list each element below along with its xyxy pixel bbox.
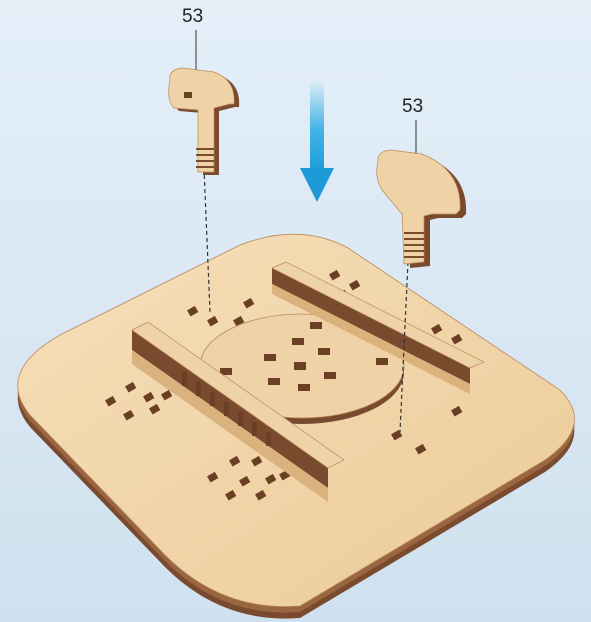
part-number-callout: 53 bbox=[182, 7, 203, 26]
part-number-callout: 53 bbox=[402, 97, 423, 116]
